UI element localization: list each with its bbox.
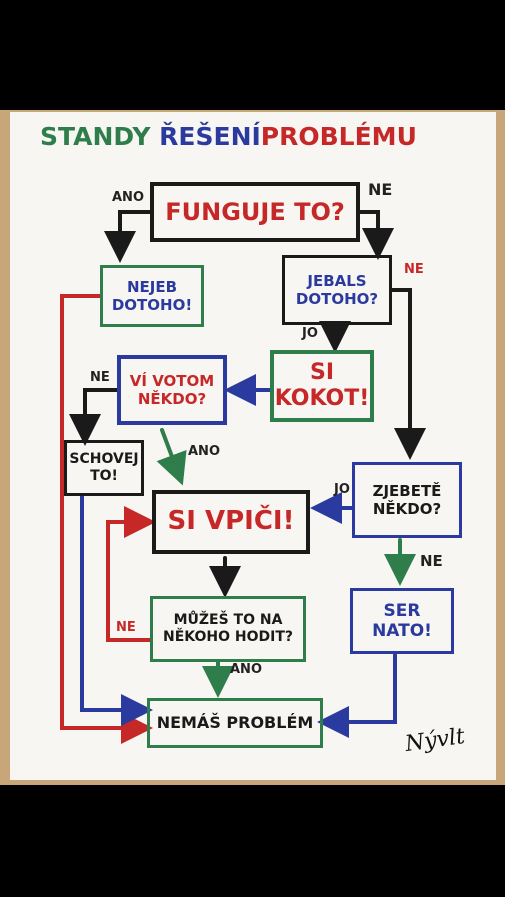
label-ano: ANO <box>188 444 220 459</box>
node-zjebete-nekdo: ZJEBETĚ NĚKDO? <box>352 462 462 538</box>
title-word-reseni: ŘEŠENÍ <box>159 122 261 151</box>
label-ano: ANO <box>230 662 262 677</box>
arrow-ser-nemas <box>317 653 397 738</box>
label-ne: NE <box>420 552 443 570</box>
node-muzes-to-na-nekoho-hodit: MŮŽEŠ TO NA NĚKOHO HODIT? <box>150 596 306 662</box>
node-schovej-to: SCHOVEJ TO! <box>64 440 144 496</box>
arrow-funguje-ne <box>358 210 394 260</box>
arrow-nejeb-nemas <box>60 294 153 744</box>
node-vi-votom-nekdo: VÍ VOTOM NĚKDO? <box>117 355 227 425</box>
node-nemas-problem: NEMÁŠ PROBLÉM <box>147 698 323 748</box>
arrow-jebals-ne <box>390 288 426 460</box>
arrow-vivotom-ne <box>69 388 119 446</box>
title-word-standy: STANDY <box>40 122 151 151</box>
arrow-muzes-ne <box>106 506 156 642</box>
label-ne: NE <box>404 262 424 277</box>
node-jebals-dotoho: JEBALS DOTOHO? <box>282 255 392 325</box>
node-nejeb-dotoho: NEJEB DOTOHO! <box>100 265 204 327</box>
label-jo: JO <box>302 326 318 341</box>
node-ser-nato: SER NATO! <box>350 588 454 654</box>
label-ano: ANO <box>112 190 144 205</box>
label-jo: JO <box>334 482 350 497</box>
node-si-kokot: SI KOKOT! <box>270 350 374 422</box>
label-ne: NE <box>368 180 393 199</box>
label-ne: NE <box>116 620 136 635</box>
page-title: STANDY ŘEŠENÍPROBLÉMU <box>40 122 417 151</box>
arrow-funguje-ano <box>104 210 154 263</box>
node-funguje-to: FUNGUJE TO? <box>150 182 360 242</box>
node-si-vpici: SI VPIČI! <box>152 490 310 554</box>
title-word-problemu: PROBLÉMU <box>260 122 417 151</box>
arrow-vivotom-ano <box>156 428 187 486</box>
arrow-schovej-nemas <box>80 494 153 726</box>
label-ne: NE <box>90 370 110 385</box>
